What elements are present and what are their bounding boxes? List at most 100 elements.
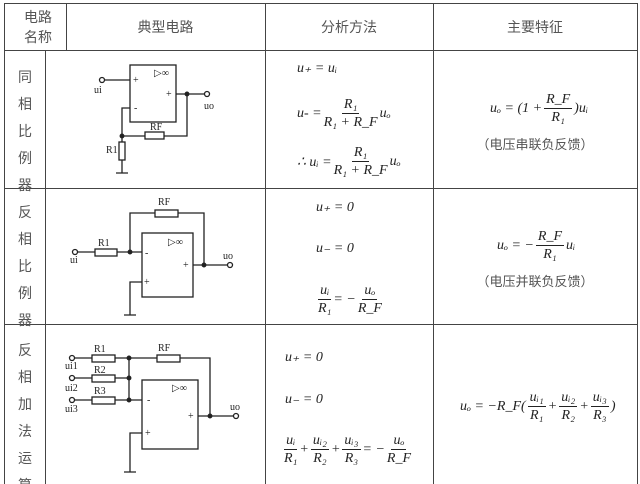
opamp-symbol: ▷∞ xyxy=(168,237,183,248)
denominator: R_F xyxy=(386,451,412,466)
label-char: 法 xyxy=(18,424,32,440)
table-border-top xyxy=(4,3,638,4)
plus: + xyxy=(299,442,309,457)
summing-circuit: ui1 ui2 ui3 uo RF R1 R2 R3 ▷∞ - + + xyxy=(65,343,240,473)
resistor-rf xyxy=(154,209,179,218)
numerator: uᵢ₃ xyxy=(590,390,609,407)
label-out: + xyxy=(166,89,172,100)
row-label-summing: 反相加法运算 xyxy=(8,338,42,484)
label-char: 相 xyxy=(18,97,32,113)
eq-rhs: ) xyxy=(610,399,616,414)
col-divider xyxy=(265,3,266,484)
table-border-right xyxy=(637,3,638,484)
row-divider xyxy=(4,324,638,325)
label-char: 相 xyxy=(18,232,32,248)
label-char: 例 xyxy=(18,286,32,302)
output-terminal xyxy=(226,261,234,269)
label-r1: R1 xyxy=(98,238,110,249)
input-terminal xyxy=(68,354,76,362)
header-name-line1: 电路 xyxy=(24,10,52,26)
col-divider xyxy=(45,50,46,484)
eq-u-plus: u₊ = 0 xyxy=(285,350,323,365)
row-label-inverting: 反相比例器 xyxy=(8,200,42,335)
node xyxy=(126,397,132,403)
node xyxy=(184,91,190,97)
denominator: R₃ xyxy=(344,451,359,466)
label-char: 比 xyxy=(18,124,32,140)
label-out: + xyxy=(188,411,194,422)
numerator: uₒ xyxy=(391,433,407,450)
eq-lhs: u- = xyxy=(297,106,322,121)
label-rf: RF xyxy=(158,197,171,208)
label-char: 例 xyxy=(18,151,32,167)
numerator: uₒ xyxy=(362,283,378,300)
eq-lhs: uₒ = − xyxy=(497,238,534,253)
denominator: R₃ xyxy=(593,408,607,423)
label-ui1: ui1 xyxy=(65,361,78,372)
node xyxy=(119,133,125,139)
label-minus: - xyxy=(145,248,148,259)
label-ui: ui xyxy=(94,85,102,96)
feature-note: （电压串联负反馈） xyxy=(476,138,594,153)
input-terminal xyxy=(68,374,76,382)
resistor-r1 xyxy=(91,354,116,363)
label-rf: RF xyxy=(150,122,163,133)
output-terminal xyxy=(232,412,240,420)
label-uo: uo xyxy=(230,402,240,413)
col-divider xyxy=(66,3,67,50)
plus: + xyxy=(579,399,589,414)
eq-u-minus: u₋ = 0 xyxy=(285,392,323,407)
denominator: R₂ xyxy=(313,451,327,466)
input-terminal xyxy=(71,248,79,256)
label-plus: + xyxy=(133,75,139,86)
eq-mid: = − xyxy=(333,292,356,307)
label-char: 反 xyxy=(18,343,32,359)
resistor-rf xyxy=(144,131,165,140)
label-minus: - xyxy=(134,103,137,114)
label-uo: uo xyxy=(223,251,233,262)
resistor-r1 xyxy=(94,248,118,257)
input-terminal xyxy=(68,396,76,404)
noninverting-circuit: ui uo RF R1 ▷∞ + - + xyxy=(94,64,214,174)
node xyxy=(201,262,207,268)
denominator: R₁ xyxy=(530,408,544,423)
eq-lhs: uₒ = −R_F( xyxy=(460,399,526,414)
denominator: R₁ xyxy=(318,301,332,316)
label-ui: ui xyxy=(70,255,78,266)
row-label-noninverting: 同相比例器 xyxy=(8,65,42,200)
eq-rhs: uₒ xyxy=(379,106,391,121)
label-uo: uo xyxy=(204,101,214,112)
numerator: uᵢ xyxy=(318,283,332,300)
denominator: R_F xyxy=(357,301,382,316)
label-char: 比 xyxy=(18,259,32,275)
col-divider xyxy=(433,3,434,484)
label-char: 加 xyxy=(18,397,32,413)
label-rf: RF xyxy=(158,343,171,354)
resistor-r3 xyxy=(91,396,116,405)
numerator: uᵢ₂ xyxy=(559,390,578,407)
eq-rhs: uₒ xyxy=(389,154,401,169)
numerator: uᵢ₂ xyxy=(310,433,329,450)
eq-u-plus: u₊ = uᵢ xyxy=(297,61,338,76)
numerator: uᵢ xyxy=(284,433,298,450)
output-terminal xyxy=(203,90,211,98)
numerator: R_F xyxy=(535,229,565,246)
plus: + xyxy=(547,399,558,414)
denominator: R₁ + R_F xyxy=(323,115,378,130)
feature-note: （电压并联负反馈） xyxy=(476,275,594,290)
